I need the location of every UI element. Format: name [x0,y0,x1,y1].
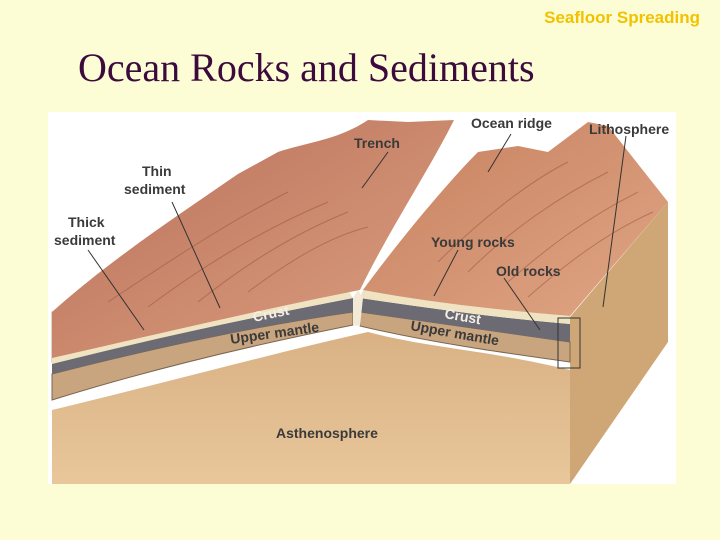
label-ocean-ridge: Ocean ridge [471,115,552,131]
slide-title: Ocean Rocks and Sediments [78,44,535,91]
label-lithosphere: Lithosphere [589,121,669,137]
label-thick-sediment-line2: sediment [54,232,116,248]
label-trench: Trench [354,135,400,151]
label-old-rocks: Old rocks [496,263,561,279]
label-thin-sediment-line2: sediment [124,181,186,197]
label-young-rocks: Young rocks [431,234,515,250]
slide-header-tag: Seafloor Spreading [544,8,700,28]
label-asthenosphere: Asthenosphere [276,425,378,441]
seafloor-spreading-diagram: Trench Ocean ridge Lithosphere Thin sedi… [48,112,676,484]
label-thick-sediment-line1: Thick [68,214,105,230]
label-thin-sediment-line1: Thin [142,163,172,179]
